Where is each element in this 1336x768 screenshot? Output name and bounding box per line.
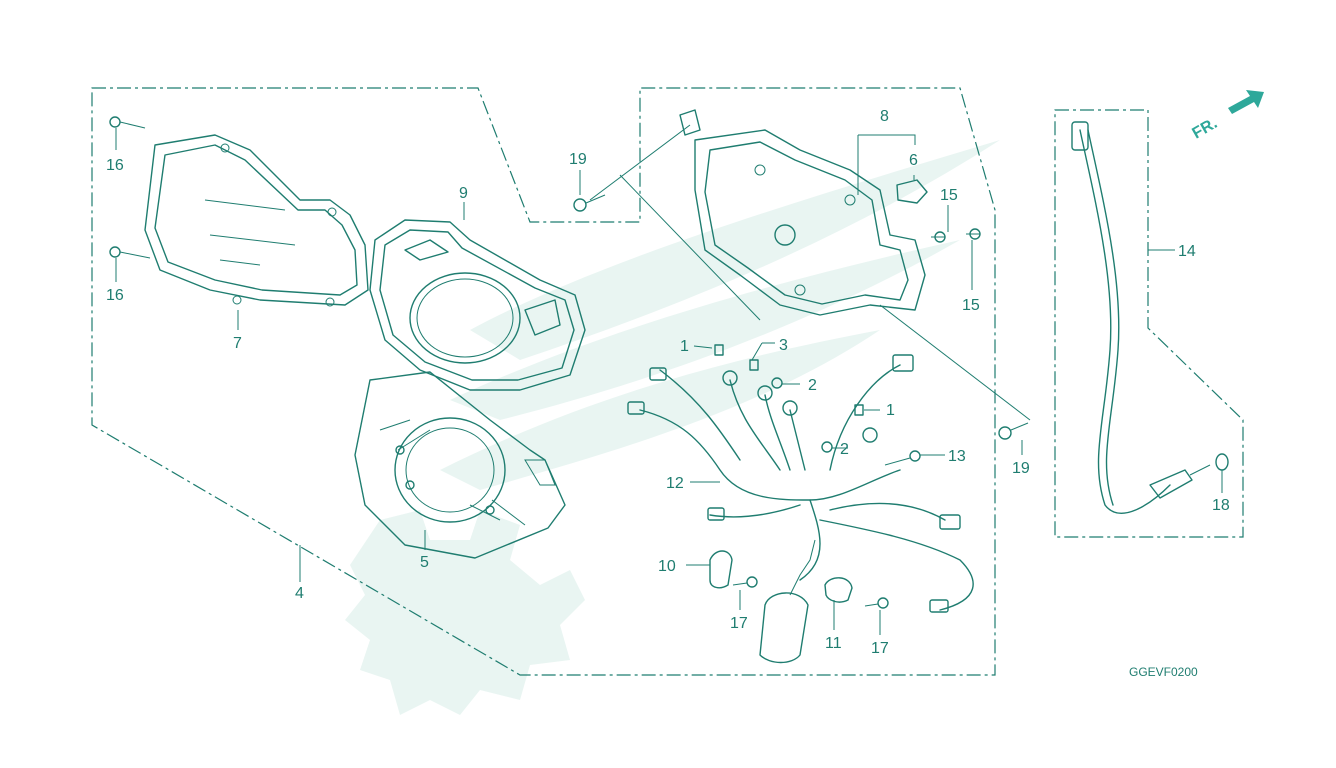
front-direction-label: FR. [1190,115,1221,143]
callout-11: 11 [825,635,842,652]
diagram-code: GGEVF0200 [1129,665,1198,679]
leader-lines [115,128,1223,635]
callout-16-lower: 16 [106,287,124,304]
screw-17-b [864,597,889,609]
watermark-logo [345,140,1000,715]
callout-6: 6 [909,152,918,169]
cable-boundary [1054,109,1244,538]
callout-14: 14 [1178,243,1196,260]
meter-cover-part-7 [144,134,369,307]
speedometer-part-5 [354,371,566,559]
screw-16-upper [109,116,146,129]
callout-5: 5 [420,554,429,571]
callout-2-upper: 2 [808,377,817,394]
screw-17-a [732,576,758,588]
meter-bezel-part-9 [369,219,586,391]
meter-case-part-8 [679,109,926,316]
speedometer-cable-part-14 [1071,121,1211,514]
clamp-part-11 [824,577,853,603]
callout-17-right: 17 [871,640,889,657]
front-direction-arrow [1228,90,1264,114]
bulb-1-b [854,404,864,416]
bulb-2-a [771,377,783,389]
callout-17-left: 17 [730,615,748,632]
bulb-15-a [931,231,946,243]
callout-3: 3 [779,337,788,354]
callout-4: 4 [295,585,304,602]
callout-8: 8 [880,108,889,125]
assembly-boundary-left [91,87,996,676]
callout-labels: 16 16 7 9 19 8 6 15 15 14 1 3 2 1 2 13 1… [106,108,1230,657]
clamp-part-10 [709,550,733,589]
screw-16-lower [109,246,151,259]
callout-15-lower: 15 [962,297,980,314]
bulb-3 [749,359,759,371]
socket-part-6 [896,179,928,204]
callout-1-lower: 1 [886,402,895,419]
bulb-15-b [966,228,981,240]
callout-2-lower: 2 [840,441,849,458]
callout-19-lower: 19 [1012,460,1030,477]
callout-12: 12 [666,475,684,492]
callout-1-upper: 1 [680,338,689,355]
callout-10: 10 [658,558,676,575]
leader-case [619,174,761,321]
capacitor [759,539,816,664]
callout-7: 7 [233,335,242,352]
screw-19-a [573,124,691,212]
callout-16-upper: 16 [106,157,124,174]
screw-13 [884,450,921,466]
callout-15-upper: 15 [940,187,958,204]
callout-18: 18 [1212,497,1230,514]
screw-19-b [879,304,1031,440]
washer-part-18 [1215,453,1229,471]
callout-19-upper: 19 [569,151,587,168]
callout-9: 9 [459,185,468,202]
bulb-1-a [714,344,724,356]
callout-13: 13 [948,448,966,465]
bulb-2-b [821,441,833,453]
